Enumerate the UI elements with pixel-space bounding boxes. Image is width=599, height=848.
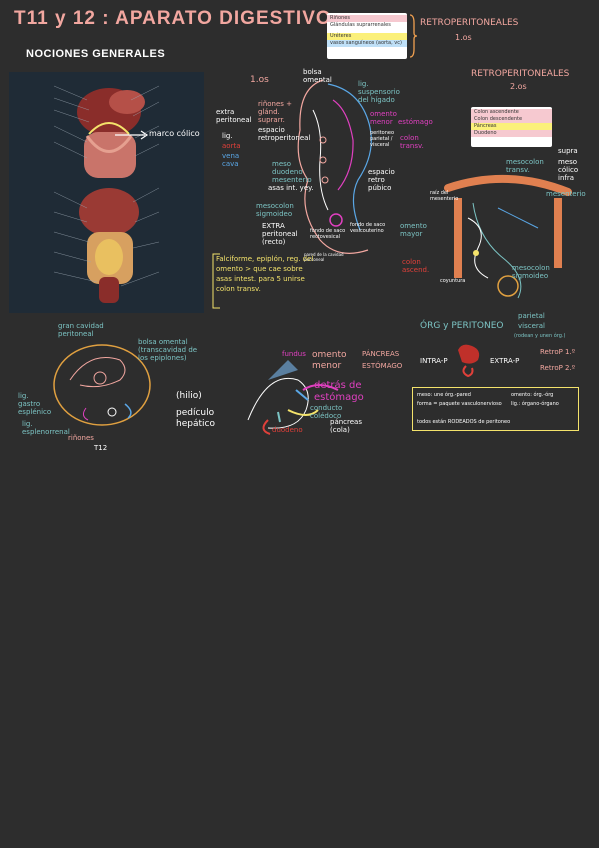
abdominal-organs-illustration [53, 85, 160, 303]
omentum-label: ESTÓMAGO [362, 362, 403, 370]
frontal-label: mesocolon sigmoideo [512, 264, 550, 280]
cross-label: lig. gastro esplénico [18, 392, 52, 416]
retro-primary-row: Uréteres [327, 33, 407, 40]
sagittal-label: peritoneo parietal / visceral [370, 130, 395, 148]
sagittal-label: espacio retroperitoneal [258, 126, 311, 142]
sagittal-label: pared de la cavidad peritoneal [304, 252, 344, 262]
retro-secondary-card: Colon ascendente Colon descendente Páncr… [471, 107, 552, 147]
intra-label: INTRA-P [420, 357, 448, 365]
retro-secondary-ordinal: 2.os [510, 82, 527, 91]
sagittal-1os-label: 1.os [250, 75, 269, 85]
retro-primary-ordinal: 1.os [455, 33, 472, 42]
cross-label: riñones [68, 434, 94, 442]
sagittal-label: lig. [222, 132, 233, 140]
sagittal-peritoneum-diagram [297, 79, 372, 254]
frontal-label: infra [558, 174, 575, 182]
retro-primary-row: Riñones [327, 15, 407, 22]
sagittal-label: riñones + glánd. suprarr. [258, 100, 293, 124]
retro-secondary-row: Colon ascendente [471, 109, 552, 116]
omentum-label: duodeno [272, 426, 303, 434]
anatomy-figure [9, 72, 204, 313]
cross-section-diagram [53, 344, 151, 426]
definition-line: forma = paquete vasculonervioso [417, 401, 502, 407]
omentum-label: pedículo hepático [176, 408, 215, 429]
sagittal-label: asas int. yey. [268, 184, 314, 192]
peritoneum-parietal: parietal [518, 312, 545, 320]
definition-line: todos están RODEADOS de peritoneo [417, 419, 511, 425]
sagittal-label: espacio retro púbico [368, 168, 395, 192]
sagittal-label: estómago [398, 118, 433, 126]
bracket-icon [409, 14, 418, 58]
omentum-label: detrás de estómago [314, 380, 364, 403]
sagittal-label: colon transv. [400, 134, 424, 150]
omentum-label: páncreas (cola) [330, 418, 362, 434]
definition-line: omento: órg.-órg [511, 392, 554, 398]
organ-icon [458, 344, 480, 378]
retro-secondary-row: Colon descendente [471, 116, 552, 123]
sagittal-label: EXTRA peritoneal (recto) [262, 222, 298, 246]
falciforme-note: Falciforme, epiplón, reg. del omento > q… [210, 252, 316, 310]
sagittal-label: mesocolon sigmoideo [256, 202, 294, 218]
omentum-diagram [247, 360, 339, 435]
frontal-label: colon ascend. [402, 258, 430, 274]
sagittal-label: mesenterio [272, 176, 312, 184]
frontal-label: supra [558, 147, 578, 155]
page-title: T11 y 12 : APARATO DIGESTIVO [14, 8, 332, 29]
retro2-label: RetroP 2.º [540, 364, 576, 372]
omentum-label: omento menor [312, 350, 347, 371]
sagittal-label: lig. suspensorio del hígado [358, 80, 400, 104]
definition-line: meso: une órg.-pared [417, 392, 471, 398]
omentum-label: conducto colédoco [310, 404, 343, 420]
marco-colico-label: marco cólico [149, 129, 200, 138]
cross-label: lig. esplenorrenal [22, 420, 70, 436]
frontal-label: raíz del mesenterio [430, 190, 459, 202]
retro-primary-row: Glándulas suprarrenales [330, 22, 391, 28]
omentum-label: (hilio) [176, 391, 202, 401]
retro-primary-card: Riñones Glándulas suprarrenales Uréteres… [327, 13, 407, 59]
retro-primary-heading: RETROPERITONEALES [420, 18, 519, 28]
sagittal-label: vena cava [222, 152, 240, 168]
frontal-label: mesenterio [546, 190, 586, 198]
extra-label: EXTRA-P [490, 357, 520, 365]
frontal-label: coyuntura [440, 278, 466, 284]
peritoneum-fold-note: (rodean y unen órg.) [514, 333, 566, 339]
bracket-icon [212, 253, 220, 309]
frontal-label: meso cólico [558, 158, 579, 174]
retro-secondary-row: Duodeno [471, 130, 552, 137]
definition-line: lig.: órgano-órgano [511, 401, 559, 407]
frontal-label: mesocolon transv. [506, 158, 544, 174]
omentum-label: PÁNCREAS [362, 350, 400, 358]
peritoneum-heading: ÓRG y PERITONEO [420, 321, 504, 331]
cross-label: T12 [94, 444, 108, 452]
frontal-mesentery-diagram [444, 174, 572, 299]
peritoneum-visceral: visceral [518, 322, 546, 330]
sagittal-label: omento menor [370, 110, 397, 126]
cross-label: gran cavidad peritoneal [58, 322, 104, 338]
section-subtitle: NOCIONES GENERALES [26, 48, 166, 60]
arrow-icon [115, 130, 149, 140]
sagittal-label: meso duodeno [272, 160, 303, 176]
sagittal-label: extra peritoneal [216, 108, 252, 124]
cross-label: bolsa omental (transcavidad de los epipl… [138, 338, 198, 362]
sagittal-label: aorta [222, 142, 241, 150]
retro-secondary-heading: RETROPERITONEALES [471, 69, 570, 79]
sagittal-label: bolsa omental [303, 68, 332, 84]
peritoneum-definitions-box: meso: une órg.-pared omento: órg.-órg fo… [412, 387, 579, 431]
retro-primary-row: vasos sanguíneos (aorta, vc) [327, 40, 407, 47]
falciforme-note-text: Falciforme, epiplón, reg. del omento > q… [216, 255, 314, 293]
omentum-label: fundus [282, 350, 306, 358]
frontal-label: omento mayor [400, 222, 427, 238]
sagittal-label: fondo de saco rectovesical [310, 228, 346, 240]
retro1-label: RetroP 1.º [540, 348, 576, 356]
sagittal-label: fondo de saco vesicouterino [350, 222, 386, 234]
retro-secondary-row: Páncreas [471, 123, 552, 130]
